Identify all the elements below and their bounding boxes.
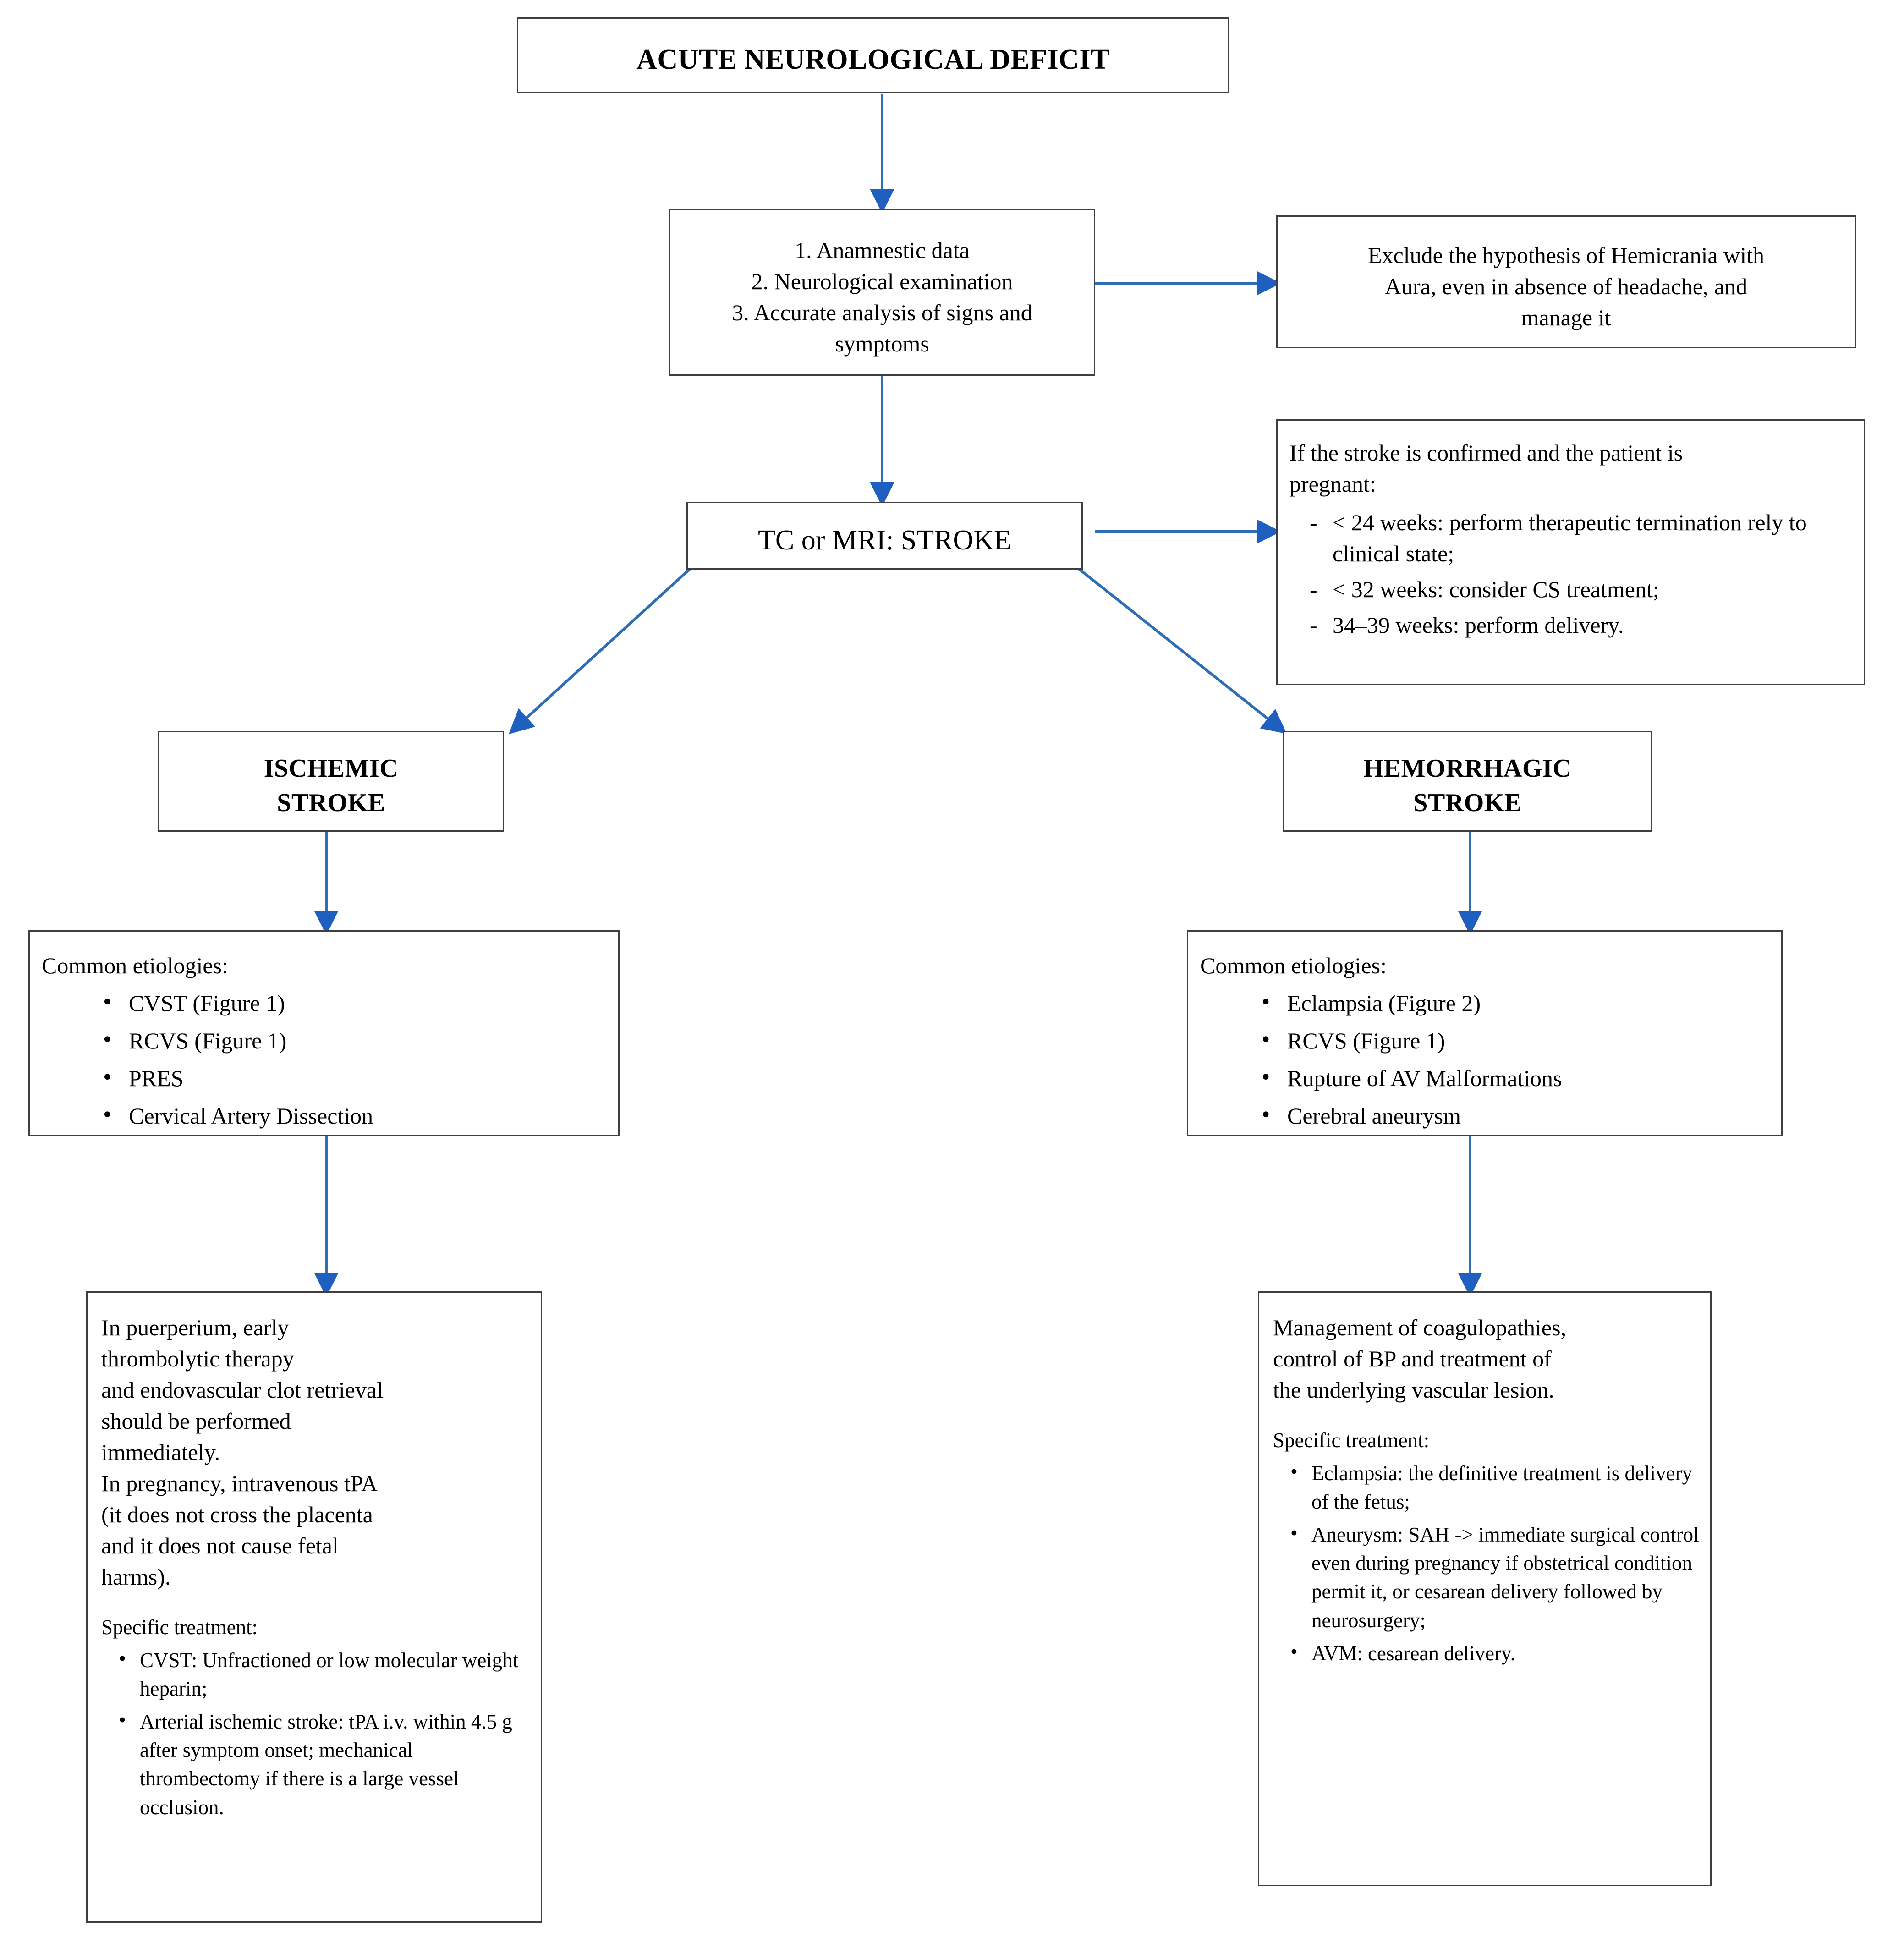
list-item: Cervical Artery Dissection [100,1098,606,1131]
assessment-step-3: 3. Accurate analysis of signs and [732,299,1032,325]
ischemic-etiologies-heading: Common etiologies: [42,953,228,978]
hemorrhagic-treatment-paragraph: Management of coagulopathies, control of… [1273,1312,1700,1405]
paragraph-line: control of BP and treatment of [1273,1346,1552,1372]
assessment-step-3-cont: symptoms [835,330,929,357]
node-hemorrhagic-stroke[interactable]: HEMORRHAGIC STROKE [1283,731,1652,832]
hemorrhagic-stroke-label-line-1: HEMORRHAGIC [1363,754,1572,783]
node-pregnancy-management[interactable]: If the stroke is confirmed and the patie… [1276,419,1865,685]
node-acute-neurological-deficit[interactable]: ACUTE NEUROLOGICAL DEFICIT [517,17,1229,93]
paragraph-line: the underlying vascular lesion. [1273,1377,1554,1403]
node-assessment-steps[interactable]: 1. Anamnestic data 2. Neurological exami… [669,209,1095,376]
pregnancy-item-list: < 24 weeks: perform therapeutic terminat… [1289,507,1852,641]
node-ischemic-treatment[interactable]: In puerperium, early thrombolytic therap… [86,1291,542,1923]
imaging-stroke-label: TC or MRI: STROKE [758,524,1011,556]
list-item: 34–39 weeks: perform delivery. [1301,609,1852,641]
list-item: CVST (Figure 1) [100,986,606,1019]
list-item: Rupture of AV Malformations [1259,1061,1769,1094]
list-item: RCVS (Figure 1) [100,1023,606,1056]
paragraph-line: thrombolytic therapy [101,1346,294,1372]
edge-imaging-to-hemorrhagic [1078,568,1287,734]
list-item: Arterial ischemic stroke: tPA i.v. withi… [117,1706,531,1821]
node-ischemic-stroke[interactable]: ISCHEMIC STROKE [158,731,504,832]
assessment-step-2: 2. Neurological examination [751,268,1013,294]
acute-neurological-deficit-label: ACUTE NEUROLOGICAL DEFICIT [636,44,1110,76]
list-item: < 24 weeks: perform therapeutic terminat… [1301,507,1852,569]
list-item: PRES [100,1061,606,1094]
list-item: AVM: cesarean delivery. [1289,1637,1700,1668]
pregnancy-intro-line-1: If the stroke is confirmed and the patie… [1289,440,1683,466]
paragraph-spacer [1273,1405,1700,1426]
hemorrhagic-specific-treatment-list: Eclampsia: the definitive treatment is d… [1273,1457,1700,1668]
paragraph-line: Management of coagulopathies, [1273,1315,1567,1340]
ischemic-stroke-label-line-2: STROKE [277,789,385,817]
list-item: RCVS (Figure 1) [1259,1023,1769,1056]
node-ischemic-etiologies[interactable]: Common etiologies: CVST (Figure 1) RCVS … [28,930,620,1136]
paragraph-line: In puerperium, early [101,1315,289,1340]
list-item: CVST: Unfractioned or low molecular weig… [117,1644,531,1703]
list-item: Eclampsia (Figure 2) [1259,986,1769,1019]
hemorrhagic-specific-treatment-heading: Specific treatment: [1273,1429,1430,1452]
ischemic-stroke-label-line-1: ISCHEMIC [263,754,399,783]
paragraph-line: harms). [101,1564,171,1590]
hemicrania-line-2: Aura, even in absence of headache, and [1384,274,1748,299]
paragraph-line: and it does not cause fetal [101,1533,339,1558]
list-item: Aneurysm: SAH -> immediate surgical cont… [1289,1519,1700,1634]
assessment-step-1: 1. Anamnestic data [795,237,970,263]
ischemic-treatment-paragraph: In puerperium, early thrombolytic therap… [101,1312,531,1592]
list-item: Eclampsia: the definitive treatment is d… [1289,1457,1700,1516]
hemicrania-line-3: manage it [1521,305,1611,330]
hemorrhagic-etiologies-heading: Common etiologies: [1200,953,1387,978]
node-imaging-stroke[interactable]: TC or MRI: STROKE [686,502,1083,570]
node-hemorrhagic-treatment[interactable]: Management of coagulopathies, control of… [1258,1291,1712,1886]
hemorrhagic-stroke-label-line-2: STROKE [1413,789,1522,817]
paragraph-spacer [101,1592,531,1613]
paragraph-line: In pregnancy, intravenous tPA [101,1471,378,1496]
paragraph-line: and endovascular clot retrieval [101,1377,383,1403]
paragraph-line: immediately. [101,1439,220,1465]
list-item: Cerebral aneurysm [1259,1098,1769,1131]
ischemic-etiologies-list: CVST (Figure 1) RCVS (Figure 1) PRES Cer… [42,986,606,1131]
node-hemorrhagic-etiologies[interactable]: Common etiologies: Eclampsia (Figure 2) … [1187,930,1783,1136]
paragraph-line: (it does not cross the placenta [101,1502,373,1527]
hemorrhagic-etiologies-list: Eclampsia (Figure 2) RCVS (Figure 1) Rup… [1200,986,1769,1131]
list-item: < 32 weeks: consider CS treatment; [1301,574,1852,605]
ischemic-specific-treatment-list: CVST: Unfractioned or low molecular weig… [101,1644,531,1822]
paragraph-line: should be performed [101,1408,291,1434]
pregnancy-intro-line-2: pregnant: [1289,471,1376,497]
hemicrania-line-1: Exclude the hypothesis of Hemicrania wit… [1367,242,1765,268]
ischemic-specific-treatment-heading: Specific treatment: [101,1616,258,1639]
node-hemicrania-exclusion[interactable]: Exclude the hypothesis of Hemicrania wit… [1276,215,1856,348]
edge-imaging-to-ischemic [509,568,691,735]
